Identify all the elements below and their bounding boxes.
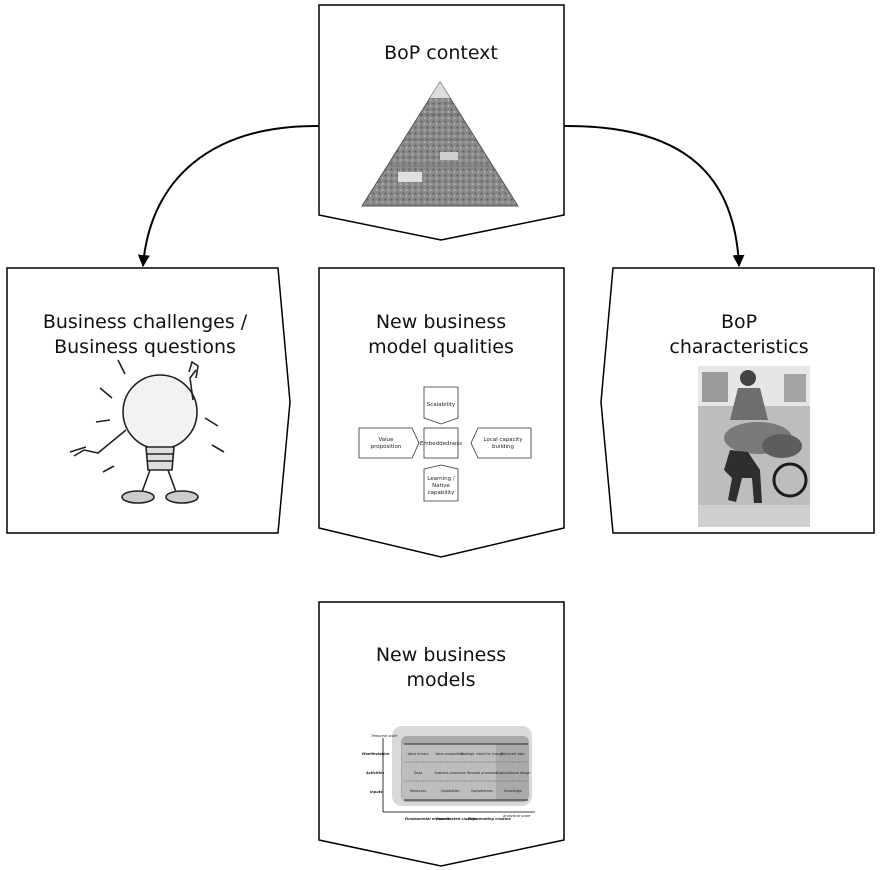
mini-value-label-1: Value: [378, 437, 394, 443]
mini-col-fundamental: Fundamental elements: [405, 817, 450, 821]
donkey-cart-photo: [698, 366, 810, 527]
business-models-mini-chart: [382, 726, 535, 813]
new-business-models-title-2: models: [406, 669, 475, 691]
mini-cell: Competences: [471, 789, 493, 793]
mini-learning-label-2: Native: [432, 483, 450, 489]
mini-row-inputs: Inputs: [370, 790, 383, 794]
mini-value-proposition-shape: [358, 427, 420, 459]
mini-scalability-label: Scalability: [427, 402, 456, 408]
bop-characteristics-title-2: characteristics: [669, 336, 808, 358]
mini-cell: Business processes: [435, 771, 466, 775]
business-challenges-title-1: Business challenges /: [43, 311, 248, 333]
bop-characteristics-title-1: BoP: [721, 311, 757, 333]
bop-context-title: BoP context: [384, 42, 498, 64]
mini-cell: Resources: [410, 789, 427, 793]
mini-cell: Organizational design: [496, 771, 531, 775]
lightbulb-cartoon-image: [69, 359, 225, 504]
mini-col-rejuvenating: Rejuvenating clusters: [468, 817, 511, 821]
mini-embeddedness-label: Embeddedness: [420, 441, 462, 447]
mini-learning-label-3: capability: [428, 490, 455, 496]
mini-scalability-shape: [423, 386, 459, 425]
mini-cell: Strategic intent for change: [461, 752, 504, 756]
mini-row-activities: Activities: [365, 771, 384, 775]
qualities-title-2: model qualities: [368, 336, 514, 358]
business-challenges-box: Business challenges / Business questions: [6, 267, 291, 534]
arrow-to-bop-characteristics: [563, 124, 745, 267]
bop-characteristics-box: BoP characteristics: [600, 267, 875, 534]
arrow-to-business-challenges: [137, 124, 320, 267]
business-challenges-title-2: Business questions: [54, 336, 236, 358]
mini-cell: Tasks: [413, 771, 423, 775]
new-business-models-title-1: New business: [376, 644, 506, 666]
mini-row-manifestation: Manifestation: [362, 752, 390, 756]
mini-cell: Value propositions: [435, 752, 465, 756]
mini-embeddedness-shape: [423, 427, 459, 459]
mini-cell: Knowledge: [504, 789, 522, 793]
mini-value-label-2: proposition: [371, 444, 402, 450]
bop-context-box: BoP context: [318, 4, 565, 241]
mini-learning-shape: [423, 464, 459, 502]
new-business-model-qualities-box: New business model qualities Scalability…: [318, 267, 565, 558]
mini-local-label-2: building: [492, 444, 514, 450]
mini-local-capacity-shape: [470, 427, 532, 459]
mini-analytical-scale-label: Analytical scale: [502, 814, 530, 818]
mini-temporal-scale-label: Temporal scale: [371, 734, 397, 738]
mini-cell: Value drivers: [408, 752, 429, 756]
mini-col-coordinated: Coordinated clusters: [436, 817, 477, 821]
mini-local-label-1: Local capacity: [483, 437, 523, 443]
qualities-mini-diagram: [358, 386, 532, 502]
mini-cell: Renewal processes: [467, 771, 498, 775]
mini-learning-label-1: Learning /: [427, 476, 455, 482]
mini-cell: Dominant logic: [501, 752, 525, 756]
pyramid-image: [361, 81, 519, 207]
qualities-title-1: New business: [376, 311, 506, 333]
mini-cell: Capabilities: [441, 789, 460, 793]
new-business-models-box: New business models Temporal scale Analy…: [318, 601, 565, 867]
